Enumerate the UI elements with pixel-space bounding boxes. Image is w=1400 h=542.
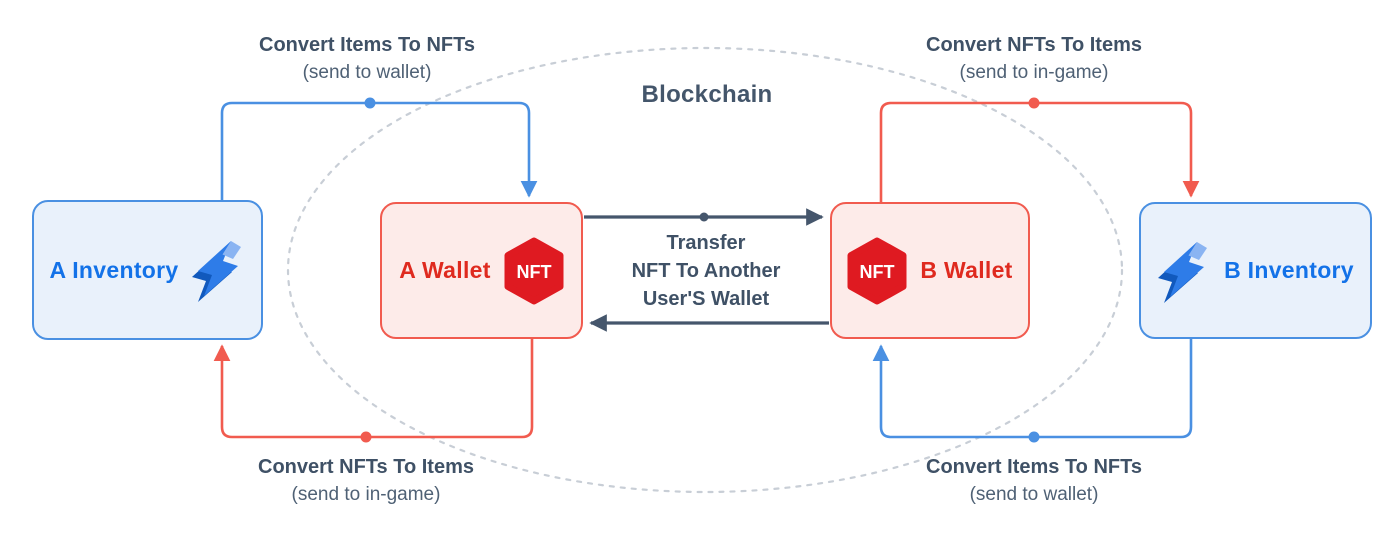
transfer-line-3: User'S Wallet <box>642 288 770 310</box>
waypoint-dot-transfer <box>699 212 709 222</box>
transfer-line-2: NFT To Another <box>631 260 781 282</box>
lightning-icon <box>191 238 245 302</box>
connector-b-wallet-to-b-inventory <box>879 101 1200 202</box>
waypoint-dot-bottom-right <box>1028 431 1040 443</box>
flow-title: Convert NFTs To Items <box>258 456 474 478</box>
node-b-wallet-label: B Wallet <box>920 257 1013 283</box>
flow-title: Convert Items To NFTs <box>259 34 475 56</box>
waypoint-dot-bottom-left <box>360 431 372 443</box>
flow-label-convert-items-to-nfts-right: Convert Items To NFTs (send to wallet) <box>926 456 1142 506</box>
flow-title: Convert Items To NFTs <box>926 456 1142 478</box>
flow-label-convert-items-to-nfts-left: Convert Items To NFTs (send to wallet) <box>259 34 475 84</box>
transfer-label: Transfer NFT To Another User'S Wallet <box>632 229 781 313</box>
node-b-inventory-label: B Inventory <box>1224 257 1354 283</box>
flow-subtitle: (send to wallet) <box>302 62 432 83</box>
flow-subtitle: (send to in-game) <box>291 484 441 505</box>
flow-subtitle: (send to in-game) <box>959 62 1109 83</box>
node-a-inventory: A Inventory <box>32 200 263 340</box>
flow-subtitle: (send to wallet) <box>969 484 1099 505</box>
blockchain-boundary-ellipse <box>286 46 1124 494</box>
nft-hexagon-icon: NFT <box>504 237 564 305</box>
nft-hexagon-icon: NFT <box>847 237 907 305</box>
connector-b-inventory-to-b-wallet <box>872 339 1193 439</box>
connector-a-wallet-to-a-inventory <box>213 339 534 439</box>
nft-badge-text: NFT <box>516 262 551 282</box>
node-b-wallet: NFT B Wallet <box>830 202 1030 339</box>
nft-badge-text: NFT <box>860 262 895 282</box>
flow-title: Convert NFTs To Items <box>926 34 1142 56</box>
connector-a-inventory-to-a-wallet <box>220 101 538 200</box>
node-a-inventory-label: A Inventory <box>49 256 179 283</box>
transfer-line-1: Transfer <box>666 232 746 254</box>
flow-label-convert-nfts-to-items-right: Convert NFTs To Items (send to in-game) <box>926 34 1142 84</box>
node-a-wallet: A Wallet NFT <box>380 202 583 339</box>
blockchain-title: Blockchain <box>641 81 773 108</box>
flow-label-convert-nfts-to-items-left: Convert NFTs To Items (send to in-game) <box>258 456 474 506</box>
node-a-wallet-label: A Wallet <box>399 257 491 283</box>
node-b-inventory: B Inventory <box>1139 202 1372 339</box>
waypoint-dot-top-right <box>1028 97 1040 109</box>
lightning-icon <box>1157 239 1211 303</box>
waypoint-dot-top-left <box>364 97 376 109</box>
